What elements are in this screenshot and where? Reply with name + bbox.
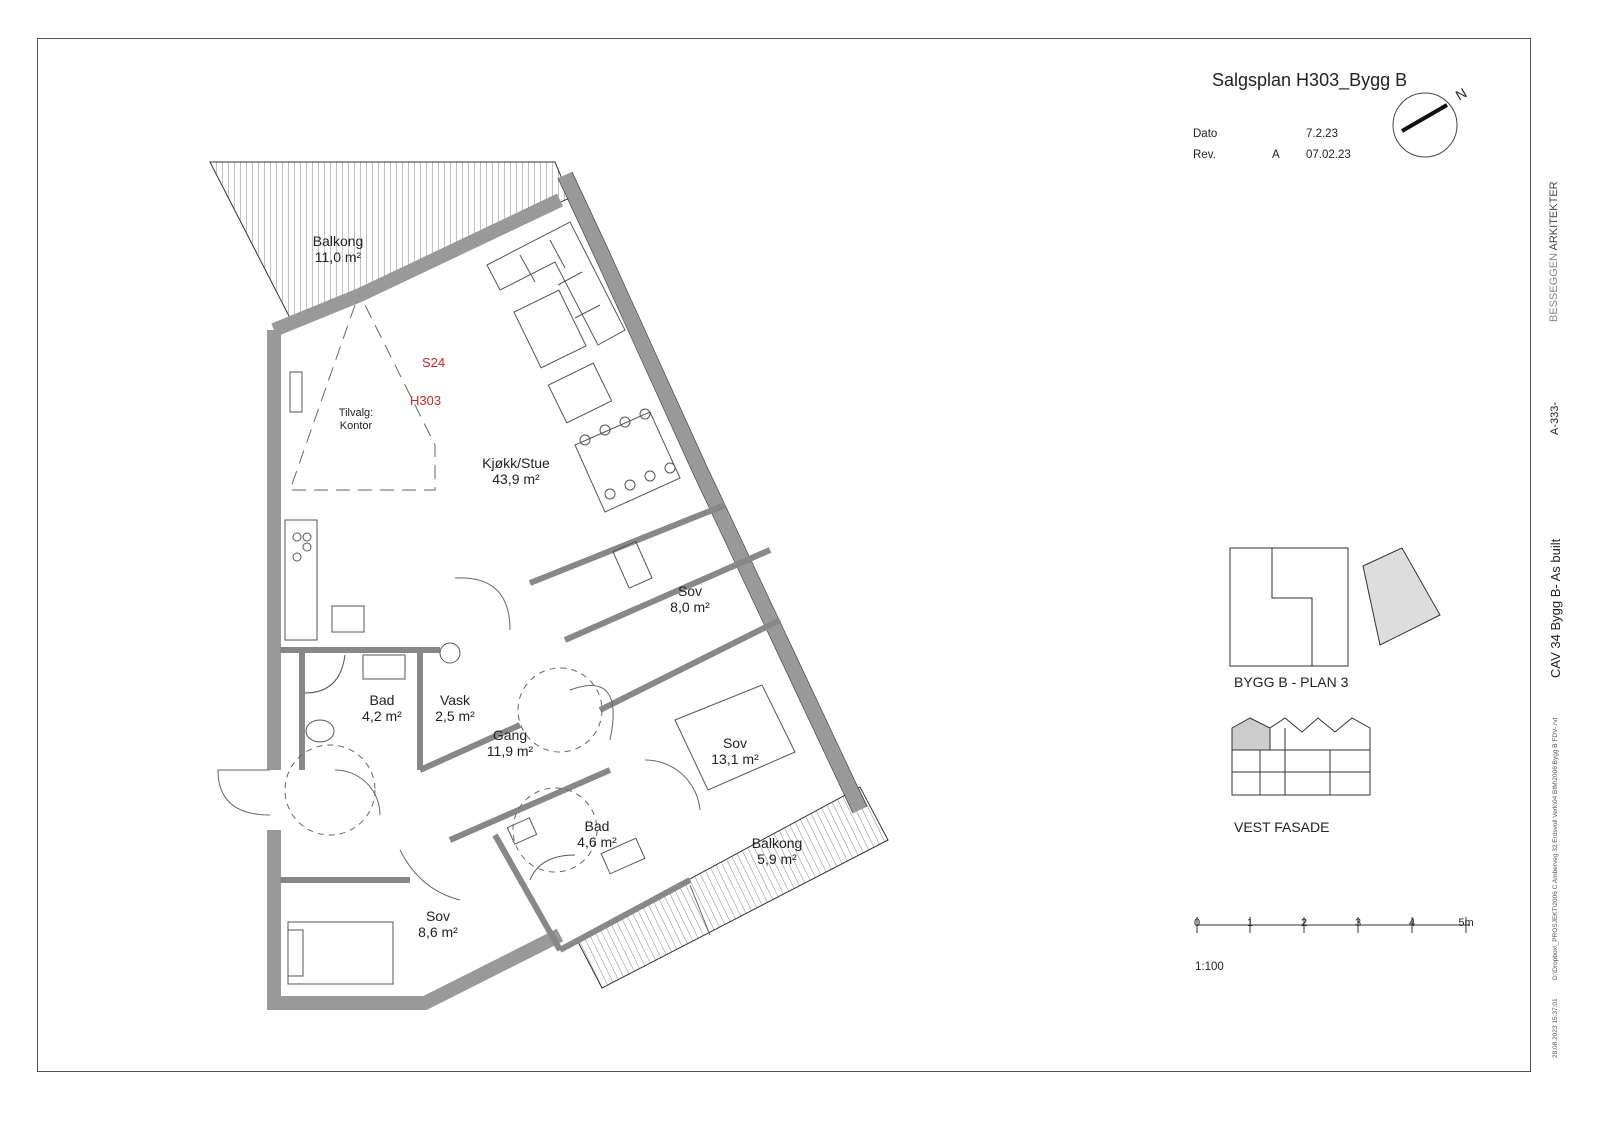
bathroom-fixtures (304, 642, 646, 881)
key-plan (1229, 547, 1441, 667)
firm-name: BESSEGGEN ARKITEKTER (1548, 181, 1560, 322)
office-option-outline (289, 304, 436, 491)
dato-value: 7.2.23 (1306, 128, 1338, 140)
label-tilvalg: Tilvalg:Kontor (338, 407, 374, 432)
beds (287, 540, 796, 985)
drawing-title: Salgsplan H303_Bygg B (1212, 70, 1408, 90)
rev-label: Rev. (1193, 149, 1216, 161)
door-swings (217, 577, 711, 936)
interior-walls (280, 502, 782, 953)
keyplan-label: BYGG B - PLAN 3 (1234, 674, 1349, 690)
facade-label: VEST FASADE (1234, 819, 1330, 835)
scale-tick-5: 5m (1458, 917, 1474, 929)
sofa (486, 221, 626, 424)
scale-tick-4: 4 (1408, 917, 1416, 929)
balcony-top (209, 161, 571, 319)
kitchen-counter (284, 371, 365, 641)
facade-sketch (1231, 717, 1371, 796)
scale-tick-1: 1 (1246, 917, 1254, 929)
scale-tick-3: 3 (1354, 917, 1362, 929)
drawing-frame (37, 38, 1531, 1072)
scale-ratio: 1:100 (1195, 961, 1224, 973)
scale-tick-2: 2 (1300, 917, 1308, 929)
label-h303: H303 (410, 393, 442, 408)
dato-label: Dato (1193, 128, 1218, 140)
rev-code: A (1272, 149, 1280, 161)
project-name: CAV 34 Bygg B- As built (1548, 538, 1563, 678)
walls (267, 172, 867, 1010)
scale-tick-0: 0 (1193, 917, 1201, 929)
balcony-bottom (576, 786, 889, 989)
label-s24: S24 (422, 355, 446, 370)
dining-table (574, 408, 681, 513)
north-arrow (1392, 92, 1458, 158)
timestamp: 28.08.2023 15:37:01 (1552, 998, 1559, 1058)
rev-value: 07.02.23 (1306, 149, 1351, 161)
file-path: D:\Dropbox\_PROSJEKT\2006 C Amberveg 32 … (1552, 717, 1559, 980)
drawing-number: A-333- (1549, 401, 1561, 435)
scale-bar (1196, 917, 1470, 933)
